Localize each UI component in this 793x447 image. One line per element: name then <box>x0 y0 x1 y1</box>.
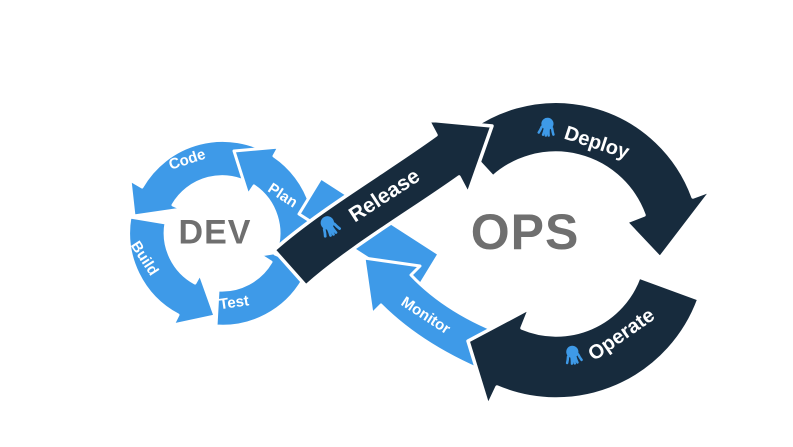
test-label: Test <box>218 292 250 313</box>
build-arrow <box>127 215 217 327</box>
deploy-arrow <box>456 99 714 260</box>
release-arrow <box>272 118 494 288</box>
ops-loop <box>456 99 714 260</box>
operate-arrow <box>466 275 701 408</box>
ops-center-label: OPS <box>471 204 580 260</box>
dev-center-label: DEV <box>179 213 252 251</box>
